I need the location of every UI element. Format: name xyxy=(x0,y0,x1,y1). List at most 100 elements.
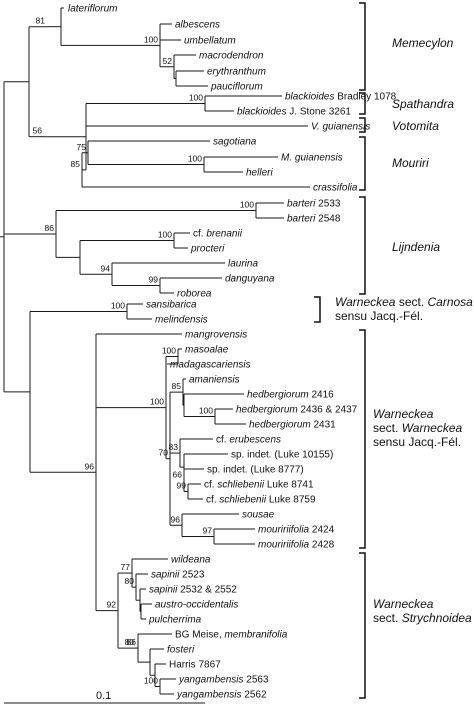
clade-bracket xyxy=(359,92,366,115)
taxon-label: austro-occidentalis xyxy=(155,600,238,611)
support-value: 66 xyxy=(173,469,183,479)
clade-bracket xyxy=(359,2,366,91)
support-value: 100 xyxy=(144,34,158,44)
taxon-label: sp. indet. (Luke 10155) xyxy=(231,450,333,461)
support-value: 100 xyxy=(189,93,203,103)
clade-brackets: MemecylonSpathandraVotomitaMouririLijnde… xyxy=(314,2,473,699)
taxon-label: umbellatum xyxy=(184,36,236,47)
clade-bracket xyxy=(359,136,366,191)
taxon-label: wildeana xyxy=(171,555,211,566)
taxon-label: mangrovensis xyxy=(185,330,247,341)
taxon-label: BG Meise, membranifolia xyxy=(175,630,288,641)
taxon-label: V. guianensis xyxy=(311,122,370,133)
taxon-label: cf. schliebenii Luke 8741 xyxy=(204,480,314,491)
clade-name: sensu Jacq.-Fél. xyxy=(335,309,423,323)
clade-bracket xyxy=(359,329,366,549)
support-value: 100 xyxy=(240,200,254,210)
support-value: 86 xyxy=(127,637,137,647)
support-value: 80 xyxy=(125,576,135,586)
clade-name: Warneckea sect. Carnosa xyxy=(335,295,473,309)
taxon-label: erythranthum xyxy=(207,67,266,78)
taxon-label: yangambensis 2563 xyxy=(178,675,269,686)
support-value: 83 xyxy=(169,442,179,452)
clade-name: sect. Warneckea xyxy=(373,421,462,435)
taxon-label: amaniensis xyxy=(189,375,240,386)
clade-bracket xyxy=(359,552,366,699)
support-value: 96 xyxy=(171,514,181,524)
taxon-label: yangambensis 2562 xyxy=(176,690,267,701)
taxon-label: sousae xyxy=(242,510,275,521)
support-value: 75 xyxy=(77,142,87,152)
support-value: 52 xyxy=(163,56,173,66)
clade-name: Warneckea xyxy=(373,597,434,611)
taxon-label: sapinii 2532 & 2552 xyxy=(149,585,237,596)
support-value: 99 xyxy=(177,481,187,491)
support-value: 77 xyxy=(121,562,131,572)
clade-bracket xyxy=(359,117,366,133)
clade-name: Memecylon xyxy=(392,36,454,50)
support-value: 85 xyxy=(71,159,81,169)
taxon-label: melindensis xyxy=(155,315,208,326)
support-value: 81 xyxy=(36,16,46,26)
support-value: 94 xyxy=(101,263,111,273)
support-value: 100 xyxy=(188,154,202,164)
taxon-label: sapinii 2523 xyxy=(151,570,205,581)
taxon-label: cf. brenanii xyxy=(193,229,243,240)
clade-name: Warneckea xyxy=(373,407,434,421)
taxon-label: albescens xyxy=(175,20,220,31)
taxon-label: hedbergiorum 2436 & 2437 xyxy=(236,405,358,416)
taxon-label: cf. erubescens xyxy=(216,435,281,446)
clade-bracket xyxy=(314,296,321,323)
tree-branches xyxy=(0,7,310,695)
support-value: 96 xyxy=(85,461,95,471)
support-value: 86 xyxy=(45,223,55,233)
scale-bar: 0.1 xyxy=(4,690,205,704)
clade-bracket xyxy=(359,196,366,295)
clade-name: Spathandra xyxy=(392,97,454,111)
taxon-label: Harris 7867 xyxy=(169,660,221,671)
taxon-label: roborea xyxy=(177,289,212,300)
taxon-label: sansibarica xyxy=(146,300,197,311)
taxon-label: blackioides J. Stone 3261 xyxy=(237,107,351,118)
clade-name: Lijndenia xyxy=(392,240,440,254)
support-value: 85 xyxy=(172,381,182,391)
taxon-label: barteri 2548 xyxy=(287,214,341,225)
support-value: 99 xyxy=(149,275,159,285)
support-value: 100 xyxy=(162,346,176,356)
support-value: 97 xyxy=(203,526,213,536)
clade-name: sensu Jacq.-Fél. xyxy=(373,435,461,449)
taxon-label: laurina xyxy=(228,259,258,270)
support-value: 100 xyxy=(150,397,164,407)
taxon-label: blackioides Bradley 1078 xyxy=(285,92,397,103)
support-value: 100 xyxy=(158,230,172,240)
taxon-label: lateriflorum xyxy=(68,4,117,15)
support-value: 56 xyxy=(33,126,43,136)
support-value: 80 xyxy=(125,637,135,647)
clade-name: Votomita xyxy=(392,119,439,133)
taxon-label: danguyana xyxy=(225,274,275,285)
taxon-label: procteri xyxy=(190,244,225,255)
taxon-label: madagascariensis xyxy=(170,360,251,371)
support-value: 100 xyxy=(111,301,125,311)
taxon-label: fosteri xyxy=(167,645,195,656)
taxon-label: mouririifolia 2428 xyxy=(258,540,335,551)
taxon-label: sagotiana xyxy=(213,137,257,148)
taxon-label: mouririifolia 2424 xyxy=(258,525,335,536)
scale-bar-label: 0.1 xyxy=(96,690,111,702)
taxon-label: cf. schliebenii Luke 8759 xyxy=(206,495,316,506)
taxon-label: hedbergiorum 2431 xyxy=(249,420,336,431)
clade-name: Mouriri xyxy=(392,156,429,170)
taxon-label: sp. indet. (Luke 8777) xyxy=(207,465,304,476)
taxon-label: helleri xyxy=(246,168,273,179)
taxon-label: macrodendron xyxy=(199,51,264,62)
taxon-label: crassifolia xyxy=(313,183,358,194)
support-value: 100 xyxy=(144,676,158,686)
clade-name: sect. Strychnoidea xyxy=(373,611,472,625)
taxon-label: masoalae xyxy=(185,345,229,356)
tree-labels: 81 lateriflorum 100 albescens umbellatum 52 ma… xyxy=(33,4,397,701)
support-value: 70 xyxy=(159,448,169,458)
taxon-label: barteri 2533 xyxy=(287,199,341,210)
support-value: 100 xyxy=(199,406,213,416)
taxon-label: M. guianensis xyxy=(281,153,343,164)
